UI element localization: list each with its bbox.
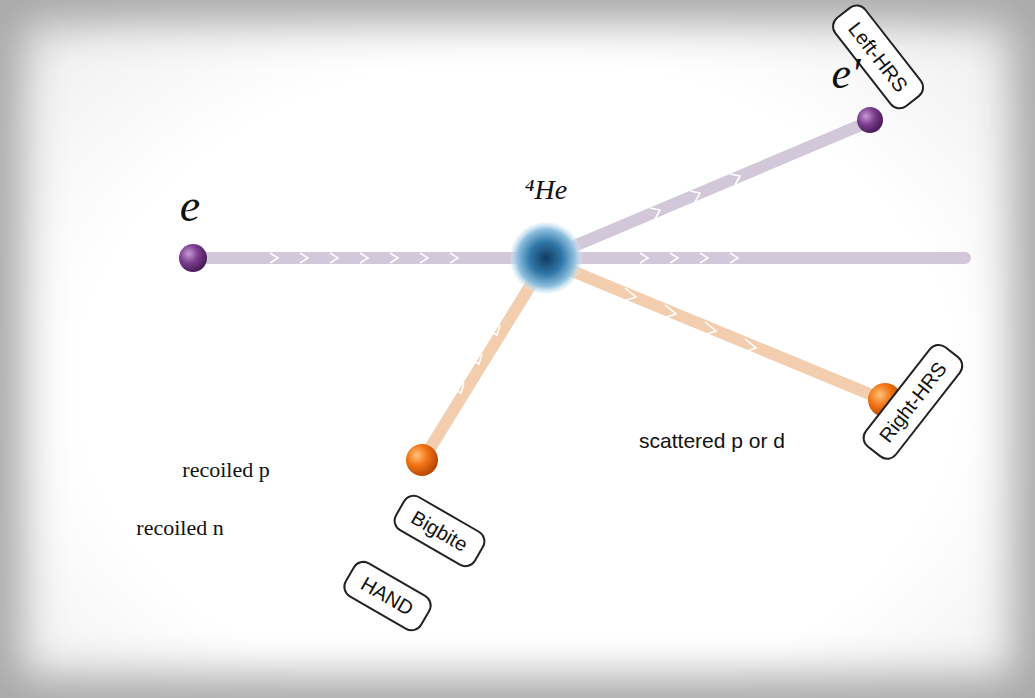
particle-label: recoiled p <box>182 458 269 482</box>
particle-label: ⁴He <box>525 175 567 206</box>
particle-label: recoiled n <box>136 516 223 540</box>
particle-label: e′ <box>831 50 860 98</box>
particle-label: scattered p or d <box>639 429 785 452</box>
particle-label: e <box>180 181 200 232</box>
